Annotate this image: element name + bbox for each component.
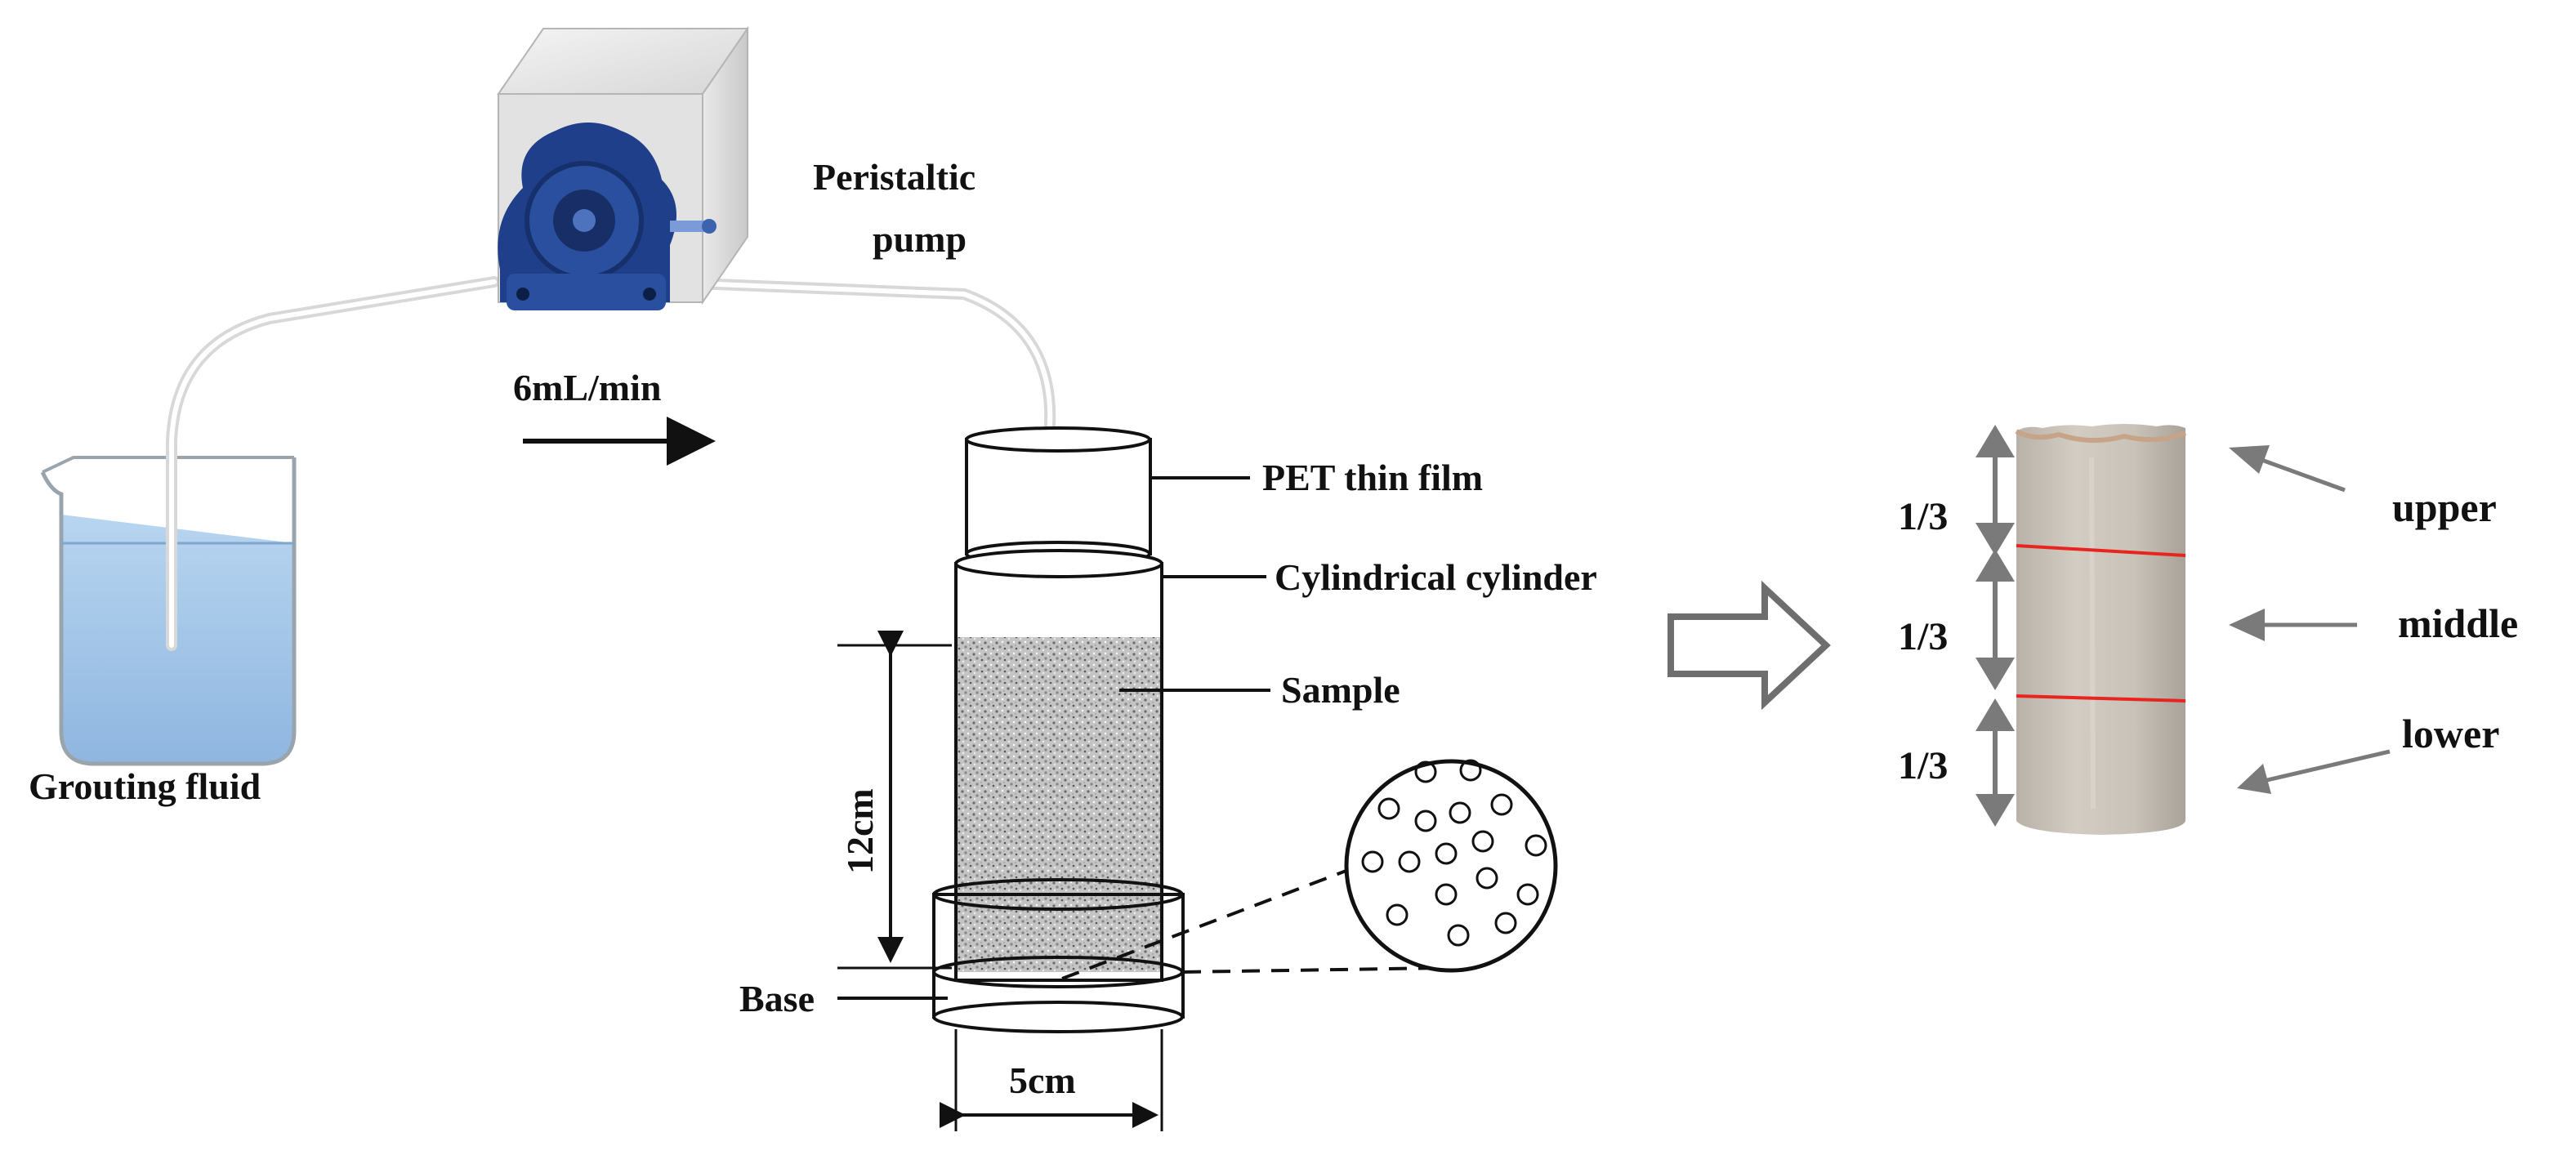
peristaltic-pump-icon — [497, 25, 749, 310]
height-label: 12cm — [839, 788, 881, 874]
sample-label: Sample — [1281, 669, 1400, 711]
third-lower-label: 1/3 — [1898, 744, 1948, 787]
third-middle-label: 1/3 — [1898, 615, 1948, 658]
thirds-dimensions — [1976, 425, 2015, 827]
upper-label: upper — [2392, 484, 2497, 530]
diameter-label: 5cm — [1009, 1059, 1076, 1101]
middle-label: middle — [2398, 600, 2518, 646]
sand-sample — [958, 637, 1160, 972]
third-upper-label: 1/3 — [1898, 495, 1948, 538]
base-label: Base — [739, 978, 815, 1019]
perforated-base-detail — [1344, 759, 1558, 973]
section-pointer-arrows — [2229, 445, 2391, 794]
lower-label: lower — [2402, 711, 2499, 756]
pump-label-line1: Peristaltic — [813, 156, 975, 198]
cylinder-label: Cylindrical cylinder — [1275, 556, 1597, 598]
outline-arrow-icon — [1667, 580, 1831, 711]
pump-label-line2: pump — [873, 218, 967, 260]
cylinder-apparatus — [932, 426, 1185, 1033]
core-sample-photo — [2015, 424, 2187, 835]
flow-rate-label: 6mL/min — [513, 367, 661, 408]
beaker-icon — [40, 456, 297, 766]
pet-film-label: PET thin film — [1262, 457, 1483, 498]
grouting-fluid-label: Grouting fluid — [29, 765, 261, 807]
